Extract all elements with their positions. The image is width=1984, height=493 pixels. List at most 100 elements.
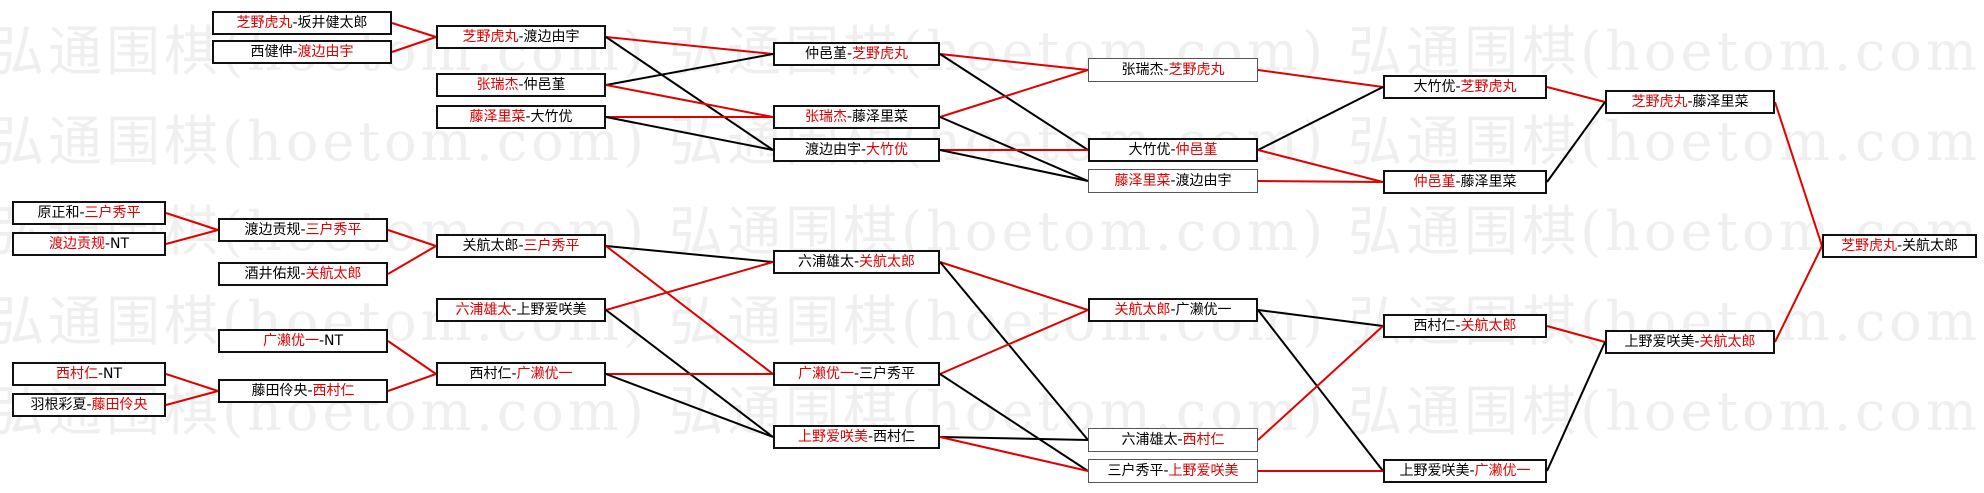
- player-name: 广濑优一: [262, 333, 319, 349]
- player-name: 三户秀平: [859, 366, 916, 382]
- separator: -: [1455, 318, 1461, 334]
- connector-r4b-r5b: [1257, 149, 1384, 183]
- player-name: 芝野虎丸: [1631, 94, 1688, 110]
- connector-r2d-r3d: [387, 229, 437, 247]
- separator: -: [1687, 94, 1693, 110]
- match-box-r1f: 羽根彩夏-藤田伶央: [12, 393, 166, 417]
- separator: -: [1455, 79, 1461, 95]
- connector-r1a-r2a: [391, 22, 437, 38]
- connector-r3a-r4a: [939, 53, 1089, 71]
- player-name: 关航太郎: [1902, 238, 1959, 254]
- connector-r4a-r5a: [1257, 69, 1384, 88]
- connector-r1c-r2d: [165, 212, 219, 231]
- separator: -: [86, 397, 92, 413]
- separator: -: [292, 15, 298, 31]
- match-box-r3b: 张瑞杰-藤泽里菜: [773, 105, 940, 129]
- separator: -: [300, 222, 306, 238]
- connector-r3d-r4d: [605, 245, 774, 263]
- match-box-r4b: 大竹优-仲邑堇: [1088, 138, 1258, 162]
- player-name: 西村仁: [873, 429, 916, 445]
- separator: -: [1170, 142, 1176, 158]
- match-box-r5b: 仲邑堇-藤泽里菜: [1383, 170, 1547, 194]
- separator: -: [1170, 173, 1176, 189]
- player-name: 坂井健太郎: [297, 15, 368, 31]
- player-name: 张瑞杰: [1121, 62, 1164, 78]
- match-box-r4c: 藤泽里菜-渡边由宇: [1088, 169, 1258, 193]
- match-box-r6b: 西村仁-关航太郎: [1383, 314, 1547, 338]
- separator: -: [318, 333, 325, 349]
- separator: -: [1170, 302, 1176, 318]
- connector-r3f-r4f: [605, 373, 774, 438]
- player-name: 芝野虎丸: [1840, 238, 1897, 254]
- connector-r1f-r2g: [165, 390, 219, 406]
- player-name: 藤田伶央: [91, 397, 148, 413]
- match-box-r3c: 渡边由宇-大竹优: [773, 138, 940, 162]
- player-name: 关航太郎: [1460, 318, 1517, 334]
- connector-r2c-r3c: [605, 116, 774, 151]
- player-name: 渡边由宇: [804, 142, 861, 158]
- match-box-r2f: 广濑优一-NT: [218, 329, 388, 353]
- connector-r4c-r5b: [1257, 180, 1384, 183]
- separator: -: [518, 29, 524, 45]
- connector-r4b-r5a: [1257, 86, 1384, 151]
- match-box-r6a: 芝野虎丸-藤泽里菜: [1605, 90, 1775, 114]
- separator: -: [1896, 238, 1903, 254]
- player-name: 羽根彩夏: [30, 397, 87, 413]
- player-name: 上野爱咲美: [1624, 334, 1695, 350]
- player-name: 西村仁: [55, 366, 98, 382]
- connector-r7a-r8a: [1774, 245, 1823, 343]
- connector-r2b-r3b: [605, 84, 774, 118]
- player-name: 原正和: [37, 205, 80, 221]
- player-name: 广濑优一: [516, 366, 573, 382]
- player-name: 三户秀平: [523, 238, 580, 254]
- match-box-r2c: 藤泽里菜-大竹优: [436, 105, 606, 129]
- separator: -: [846, 109, 853, 125]
- connector-r3a-r4b: [939, 53, 1089, 151]
- connector-r3e-r4d: [605, 261, 774, 311]
- player-name: 三户秀平: [1107, 463, 1164, 479]
- separator: -: [518, 77, 524, 93]
- separator: -: [97, 366, 104, 382]
- player-name: 三户秀平: [305, 222, 362, 238]
- player-name: 仲邑堇: [1413, 174, 1456, 190]
- separator: -: [307, 383, 313, 399]
- player-name: 仲邑堇: [804, 46, 847, 62]
- connector-r5c-r6b: [1257, 309, 1384, 327]
- connector-r2f-r3f: [387, 340, 437, 375]
- player-name: 西村仁: [1413, 318, 1456, 334]
- player-name: 六浦雄太: [1121, 432, 1178, 448]
- player-name: 上野爱咲美: [1399, 463, 1470, 479]
- separator: -: [1163, 62, 1169, 78]
- separator: -: [292, 44, 298, 60]
- separator: -: [511, 302, 517, 318]
- match-box-r1c: 原正和-三户秀平: [12, 201, 166, 225]
- player-name: 西村仁: [469, 366, 512, 382]
- match-box-r2d: 渡边贡规-三户秀平: [218, 218, 388, 242]
- connector-r2a-r3c: [605, 36, 774, 151]
- match-box-r3e: 六浦雄太-上野爱咲美: [436, 298, 606, 322]
- player-name: 藤泽里菜: [1692, 94, 1749, 110]
- connector-r4d-r5c: [939, 261, 1089, 311]
- connector-r5d-r6b: [1257, 325, 1384, 441]
- match-box-r7a: 上野爱咲美-关航太郎: [1605, 330, 1775, 354]
- match-box-r4a: 张瑞杰-芝野虎丸: [1088, 58, 1258, 82]
- player-name: 关航太郎: [305, 266, 362, 282]
- player-name: 仲邑堇: [1175, 142, 1218, 158]
- separator: -: [1469, 463, 1475, 479]
- match-box-r3d: 关航太郎-三户秀平: [436, 234, 606, 258]
- player-name: 芝野虎丸: [1168, 62, 1225, 78]
- player-name: 广濑优一: [797, 366, 854, 382]
- player-name: 仲邑堇: [523, 77, 566, 93]
- player-name: 关航太郎: [859, 254, 916, 270]
- separator: -: [79, 205, 85, 221]
- player-name: 大竹优: [1128, 142, 1171, 158]
- separator: -: [1163, 463, 1169, 479]
- separator: -: [518, 238, 524, 254]
- player-name: 藤泽里菜: [469, 109, 526, 125]
- player-name: 大竹优: [530, 109, 573, 125]
- separator: -: [525, 109, 531, 125]
- separator: -: [1455, 174, 1461, 190]
- player-name: 藤泽里菜: [1460, 174, 1517, 190]
- separator: -: [867, 429, 874, 445]
